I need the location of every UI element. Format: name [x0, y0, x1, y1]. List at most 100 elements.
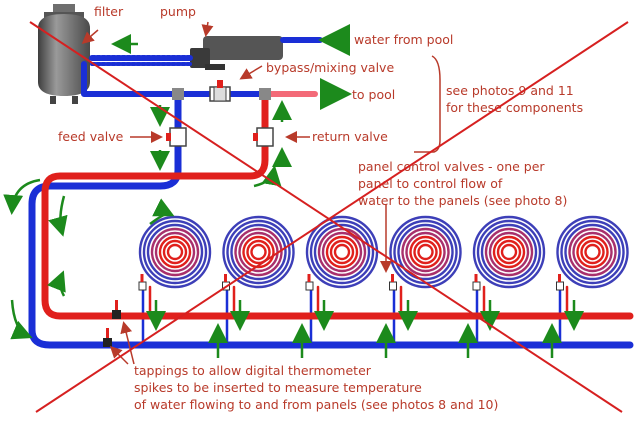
- label-see-photos-2: for these components: [446, 100, 583, 115]
- panel-coil-ring: [333, 243, 351, 261]
- panel-coil-ring: [329, 239, 355, 265]
- cross-out-line-1: [29, 21, 623, 413]
- panel-valve-handle: [307, 274, 311, 282]
- labels: filter pump water from pool bypass/mixin…: [58, 4, 583, 412]
- panel-coil-ring: [242, 235, 275, 269]
- panel-coil-ring: [492, 235, 526, 269]
- panel-coil-ring: [393, 219, 458, 285]
- panel-coil-ring: [166, 243, 184, 261]
- label-feed-valve: feed valve: [58, 129, 124, 144]
- label-water-from-pool: water from pool: [354, 32, 453, 47]
- panel-control-valves: [138, 274, 564, 291]
- leader-lines: [81, 21, 441, 365]
- label-return-valve: return valve: [312, 129, 388, 144]
- panel-coil-ring: [142, 219, 208, 285]
- panel-coil-ring: [154, 231, 196, 273]
- panel-coil-ring: [568, 227, 617, 277]
- panel-coil-ring: [417, 243, 434, 261]
- panel-coil-ring: [500, 243, 518, 261]
- pump-housing: [190, 48, 210, 68]
- solar-panel: [222, 215, 295, 289]
- panel-coil-ring: [472, 215, 546, 289]
- bypass-valve: [209, 80, 231, 102]
- solar-panel: [389, 215, 462, 289]
- panel-coil-ring: [325, 235, 359, 269]
- label-to-pool: to pool: [352, 87, 395, 102]
- thermometer-tappings: [103, 300, 121, 347]
- pump-motor: [203, 36, 283, 60]
- panel-coil-ring: [158, 235, 192, 269]
- panel-control-valve: [138, 281, 147, 291]
- panel-control-valve: [389, 281, 397, 291]
- panel-coil-ring: [321, 231, 363, 273]
- panel-coil-ring: [150, 227, 200, 277]
- flow-arrows: [3, 24, 584, 358]
- panel-coil-ring: [138, 215, 212, 289]
- panel-coil-ring: [584, 243, 601, 261]
- solar-panel: [556, 215, 629, 289]
- cross-out-line-2: [35, 21, 629, 413]
- panel-coil-ring: [484, 227, 534, 277]
- label-panel-control-1: panel control valves - one per: [358, 159, 545, 174]
- panel-coil-ring: [401, 227, 450, 277]
- label-tappings-2: spikes to be inserted to measure tempera…: [134, 380, 422, 395]
- panel-valve-handle: [224, 274, 227, 282]
- label-tappings-3: of water flowing to and from panels (see…: [134, 397, 498, 412]
- label-bypass-valve: bypass/mixing valve: [266, 60, 394, 75]
- panel-coil-ring: [413, 239, 438, 265]
- feed-valve: [166, 127, 187, 147]
- label-filter: filter: [94, 4, 124, 19]
- pipe-filter-outlet: [81, 61, 273, 97]
- panel-coil-ring: [476, 219, 542, 285]
- solar-panel: [305, 215, 379, 289]
- pump: [190, 36, 283, 70]
- panel-coil-ring: [488, 231, 530, 273]
- panel-coil-ring: [234, 227, 283, 277]
- filter-valve-head: [53, 4, 75, 14]
- panel-coil-ring: [305, 215, 379, 289]
- panel-coil-ring: [246, 239, 271, 265]
- valves: [103, 80, 564, 347]
- cross-out: [29, 21, 629, 413]
- panel-coil-ring: [162, 239, 188, 265]
- panel-coil-ring: [560, 219, 625, 285]
- panel-coil-ring: [230, 223, 287, 281]
- panel-coil-ring: [409, 235, 442, 269]
- label-see-photos-1: see photos 9 and 11: [446, 83, 574, 98]
- panel-coil-ring: [397, 223, 454, 281]
- panel-coil-ring: [496, 239, 522, 265]
- panel-coil-ring: [309, 219, 375, 285]
- label-panel-control-2: panel to control flow of: [358, 176, 503, 191]
- solar-panel: [472, 215, 546, 289]
- return-valve: [253, 127, 274, 147]
- panel-valve-handle: [391, 274, 394, 282]
- panel-valve-handle: [140, 274, 144, 282]
- tapping-feed: [103, 338, 112, 347]
- pipe-feed-line: [28, 90, 634, 349]
- solar-panel: [138, 215, 212, 289]
- label-panel-control-3: water to the panels (see photo 8): [358, 193, 567, 208]
- panel-control-valve: [305, 281, 314, 291]
- tapping-return: [112, 310, 121, 319]
- panel-coil-ring: [146, 223, 204, 281]
- panel-coil-ring: [222, 215, 295, 289]
- panel-coil-ring: [572, 231, 613, 273]
- panel-coil-ring: [564, 223, 621, 281]
- panel-coil-ring: [556, 215, 629, 289]
- panel-coil-ring: [317, 227, 367, 277]
- panel-coil-ring: [313, 223, 371, 281]
- panel-coil-ring: [405, 231, 446, 273]
- label-pump: pump: [160, 4, 196, 19]
- panel-coil-ring: [580, 239, 605, 265]
- panel-valve-handle: [558, 274, 561, 282]
- panel-coil-ring: [250, 243, 267, 261]
- panel-valve-handle: [474, 274, 478, 282]
- panel-coil-ring: [389, 215, 462, 289]
- sand-filter: [38, 4, 90, 104]
- panel-coil-ring: [226, 219, 291, 285]
- solar-panels: [138, 215, 629, 289]
- manifold-tees: [172, 88, 271, 100]
- label-tappings-1: tappings to allow digital thermometer: [134, 363, 372, 378]
- panel-control-valve: [556, 281, 564, 291]
